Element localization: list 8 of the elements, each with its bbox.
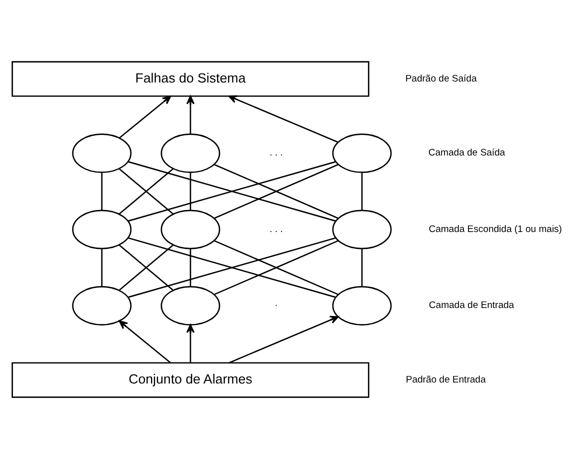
label: Padrão de Entrada — [406, 374, 486, 386]
label: Camada de Entrada — [428, 300, 514, 312]
label: Padrão de Saída — [405, 73, 477, 84]
label: . . . — [270, 148, 283, 159]
label: Camada de Saída — [428, 148, 506, 159]
label: . . . — [270, 224, 283, 235]
label: Camada Escondida (1 ou mais) — [428, 224, 562, 235]
label: · — [274, 300, 278, 312]
